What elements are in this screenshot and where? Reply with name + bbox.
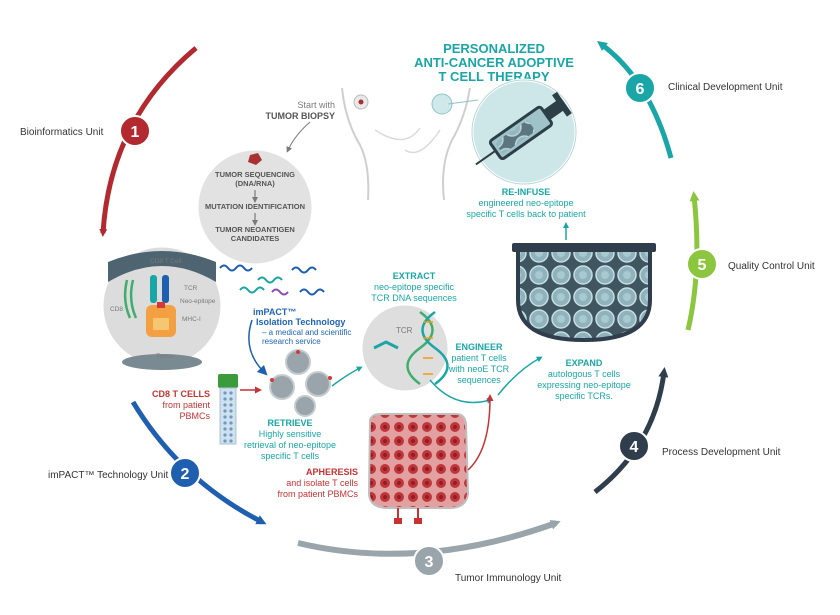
engineer-heading: ENGINEER — [455, 342, 503, 352]
neoantigen-peptides — [219, 264, 325, 296]
cd8-tcell-label: CD8 T Cell — [150, 258, 182, 265]
sequencing-step-3b: CANDIDATES — [231, 234, 280, 243]
unit-badge-2: 2 — [169, 457, 201, 489]
expand-heading: EXPAND — [566, 358, 603, 368]
neo-epitope-label: Neo-epitope — [180, 298, 216, 305]
cd8-tcells-line-3: PBMCs — [179, 411, 210, 421]
unit-badge-1: 1 — [119, 115, 151, 147]
apheresis-heading: APHERESIS — [306, 467, 358, 477]
unit-badge-6: 6 — [624, 72, 656, 104]
biopsy-line-2: TUMOR BIOPSY — [265, 111, 335, 121]
cd8-coreceptor-icon — [123, 279, 138, 319]
cycle-arrow-1 — [99, 46, 198, 237]
reinfuse-heading: RE-INFUSE — [502, 187, 551, 197]
expand-line-2: expressing neo-epitope — [537, 380, 631, 390]
infusion-site-icon — [431, 93, 453, 115]
unit-label-6: Clinical Development Unit — [668, 82, 783, 93]
impact-line-4: research service — [262, 337, 321, 346]
tcr-icon — [150, 275, 157, 303]
sequencing-circle — [195, 147, 315, 267]
cd8-label: CD8 — [110, 306, 123, 313]
syringe-icon — [475, 91, 572, 166]
unit-label-3: Tumor Immunology Unit — [455, 573, 562, 584]
engineer-line-3: sequences — [457, 375, 501, 385]
test-tube-icon — [218, 374, 238, 445]
retrieve-line-2: retrieval of neo-epitope — [244, 440, 336, 450]
biopsy-line-1: Start with — [297, 100, 335, 110]
reinfuse-line-1: engineered neo-epitope — [478, 198, 573, 208]
expand-line-1: autologous T cells — [548, 369, 621, 379]
unit-label-2: imPACT™ Technology Unit — [48, 470, 168, 481]
extract-line-2: TCR DNA sequences — [371, 293, 457, 303]
svg-text:1: 1 — [131, 124, 140, 141]
tcr-label: TCR — [184, 285, 198, 292]
svg-text:2: 2 — [181, 466, 190, 483]
impact-line-1: imPACT™ — [253, 307, 296, 317]
retrieved-tcells-icon — [269, 349, 332, 417]
tumor-sample-icon — [248, 153, 262, 165]
reinfuse-line-2: specific T cells back to patient — [466, 209, 586, 219]
tcr-dna-label: TCR — [396, 326, 413, 335]
cd8-tcells-line-1: CD8 T CELLS — [152, 389, 210, 399]
impact-line-2: Isolation Technology — [256, 317, 345, 327]
extract-line-1: neo-epitope specific — [374, 282, 455, 292]
mhc-label: MHC-I — [182, 316, 201, 323]
blood-bag-icon — [367, 413, 470, 524]
engineer-line-1: patient T cells — [451, 353, 507, 363]
unit-badge-3: 3 — [413, 545, 445, 577]
tumor-label: Tumor — [156, 353, 175, 360]
cd8-tcells-line-2: from patient — [162, 400, 210, 410]
apheresis-line-1: and isolate T cells — [286, 478, 358, 488]
bioreactor-icon — [512, 243, 656, 343]
svg-text:3: 3 — [425, 554, 434, 571]
svg-text:6: 6 — [636, 81, 645, 98]
unit-label-5: Quality Control Unit — [728, 261, 815, 272]
retrieve-line-3: specific T cells — [261, 451, 320, 461]
unit-badge-5: 5 — [686, 248, 718, 280]
unit-badge-4: 4 — [618, 430, 650, 462]
engineer-line-2: with neoE TCR — [448, 364, 510, 374]
tcr-dna-circle — [359, 302, 451, 394]
apheresis-line-2: from patient PBMCs — [277, 489, 358, 499]
title-line-1: PERSONALIZED — [443, 41, 545, 56]
svg-text:5: 5 — [698, 257, 707, 274]
extract-heading: EXTRACT — [393, 271, 436, 281]
sequencing-step-3a: TUMOR NEOANTIGEN — [215, 225, 295, 234]
syringe-circle — [470, 78, 578, 186]
retrieve-heading: RETRIEVE — [267, 418, 312, 428]
tcr-mhc-circle — [100, 244, 224, 370]
expand-line-3: specific TCRs. — [555, 391, 613, 401]
svg-text:4: 4 — [630, 439, 639, 456]
sequencing-step-1b: (DNA/RNA) — [235, 179, 275, 188]
title-line-2: ANTI-CANCER ADOPTIVE — [414, 55, 574, 70]
patient-torso-icon — [341, 87, 471, 201]
unit-label-4: Process Development Unit — [662, 447, 781, 458]
retrieve-line-1: Highly sensitive — [259, 429, 322, 439]
sequencing-step-1a: TUMOR SEQUENCING — [215, 170, 295, 179]
sequencing-step-2: MUTATION IDENTIFICATION — [205, 202, 305, 211]
impact-line-3: – a medical and scientific — [262, 328, 351, 337]
unit-label-1: Bioinformatics Unit — [20, 127, 104, 138]
